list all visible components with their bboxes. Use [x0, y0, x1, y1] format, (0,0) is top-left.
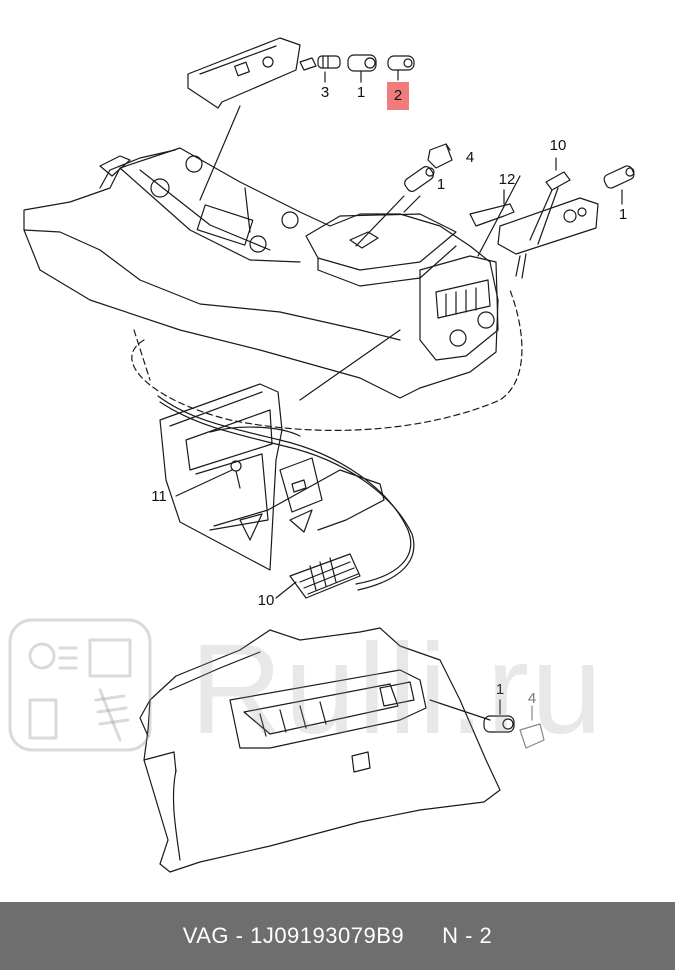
footer-page-label: N - 2: [442, 923, 493, 948]
callout-4-panel: 4: [527, 690, 537, 707]
top-part-3: [299, 55, 341, 83]
part-4-cap: [427, 143, 453, 169]
callout-2-top: 2: [393, 87, 403, 104]
bracket-12: [469, 189, 515, 227]
cable-10-top: [529, 157, 571, 245]
callout-10-bottom: 10: [257, 592, 275, 609]
footer-bar: VAG - 1J09193079B9 N - 2: [0, 902, 675, 970]
callout-12-bracket: 12: [498, 171, 516, 188]
socket-1-center: [403, 166, 435, 213]
top-part-2: [387, 55, 415, 81]
parts-diagram: [8, 37, 635, 873]
center-console: [23, 147, 499, 399]
highlighted-part-marker: 2: [387, 82, 409, 110]
wiring-cable: [157, 395, 415, 591]
rear-vent-unit: [497, 197, 599, 279]
lower-console-tray: [159, 383, 385, 571]
connector-10-bottom: [275, 553, 361, 599]
screw-11: [175, 460, 242, 497]
panel-socket-1: [429, 699, 515, 733]
watermark-text: Rulli.ru: [190, 618, 605, 761]
callout-1-right: 1: [618, 206, 628, 223]
top-part-1: [347, 54, 377, 83]
socket-1-right: [603, 165, 635, 205]
side-trim-panel: [139, 627, 501, 873]
footer-part-number: VAG - 1J09193079B9: [182, 923, 405, 948]
top-socket-panel: [187, 37, 301, 109]
callout-3-top: 3: [320, 84, 330, 101]
callout-1-center: 1: [436, 176, 446, 193]
panel-cap-4: [519, 705, 545, 749]
watermark-logo: [8, 618, 152, 752]
callout-11-screw: 11: [151, 488, 167, 505]
callout-1-top: 1: [356, 84, 366, 101]
callout-1-panel: 1: [495, 681, 505, 698]
callout-4-cap: 4: [465, 149, 475, 166]
callout-10-top: 10: [549, 137, 567, 154]
